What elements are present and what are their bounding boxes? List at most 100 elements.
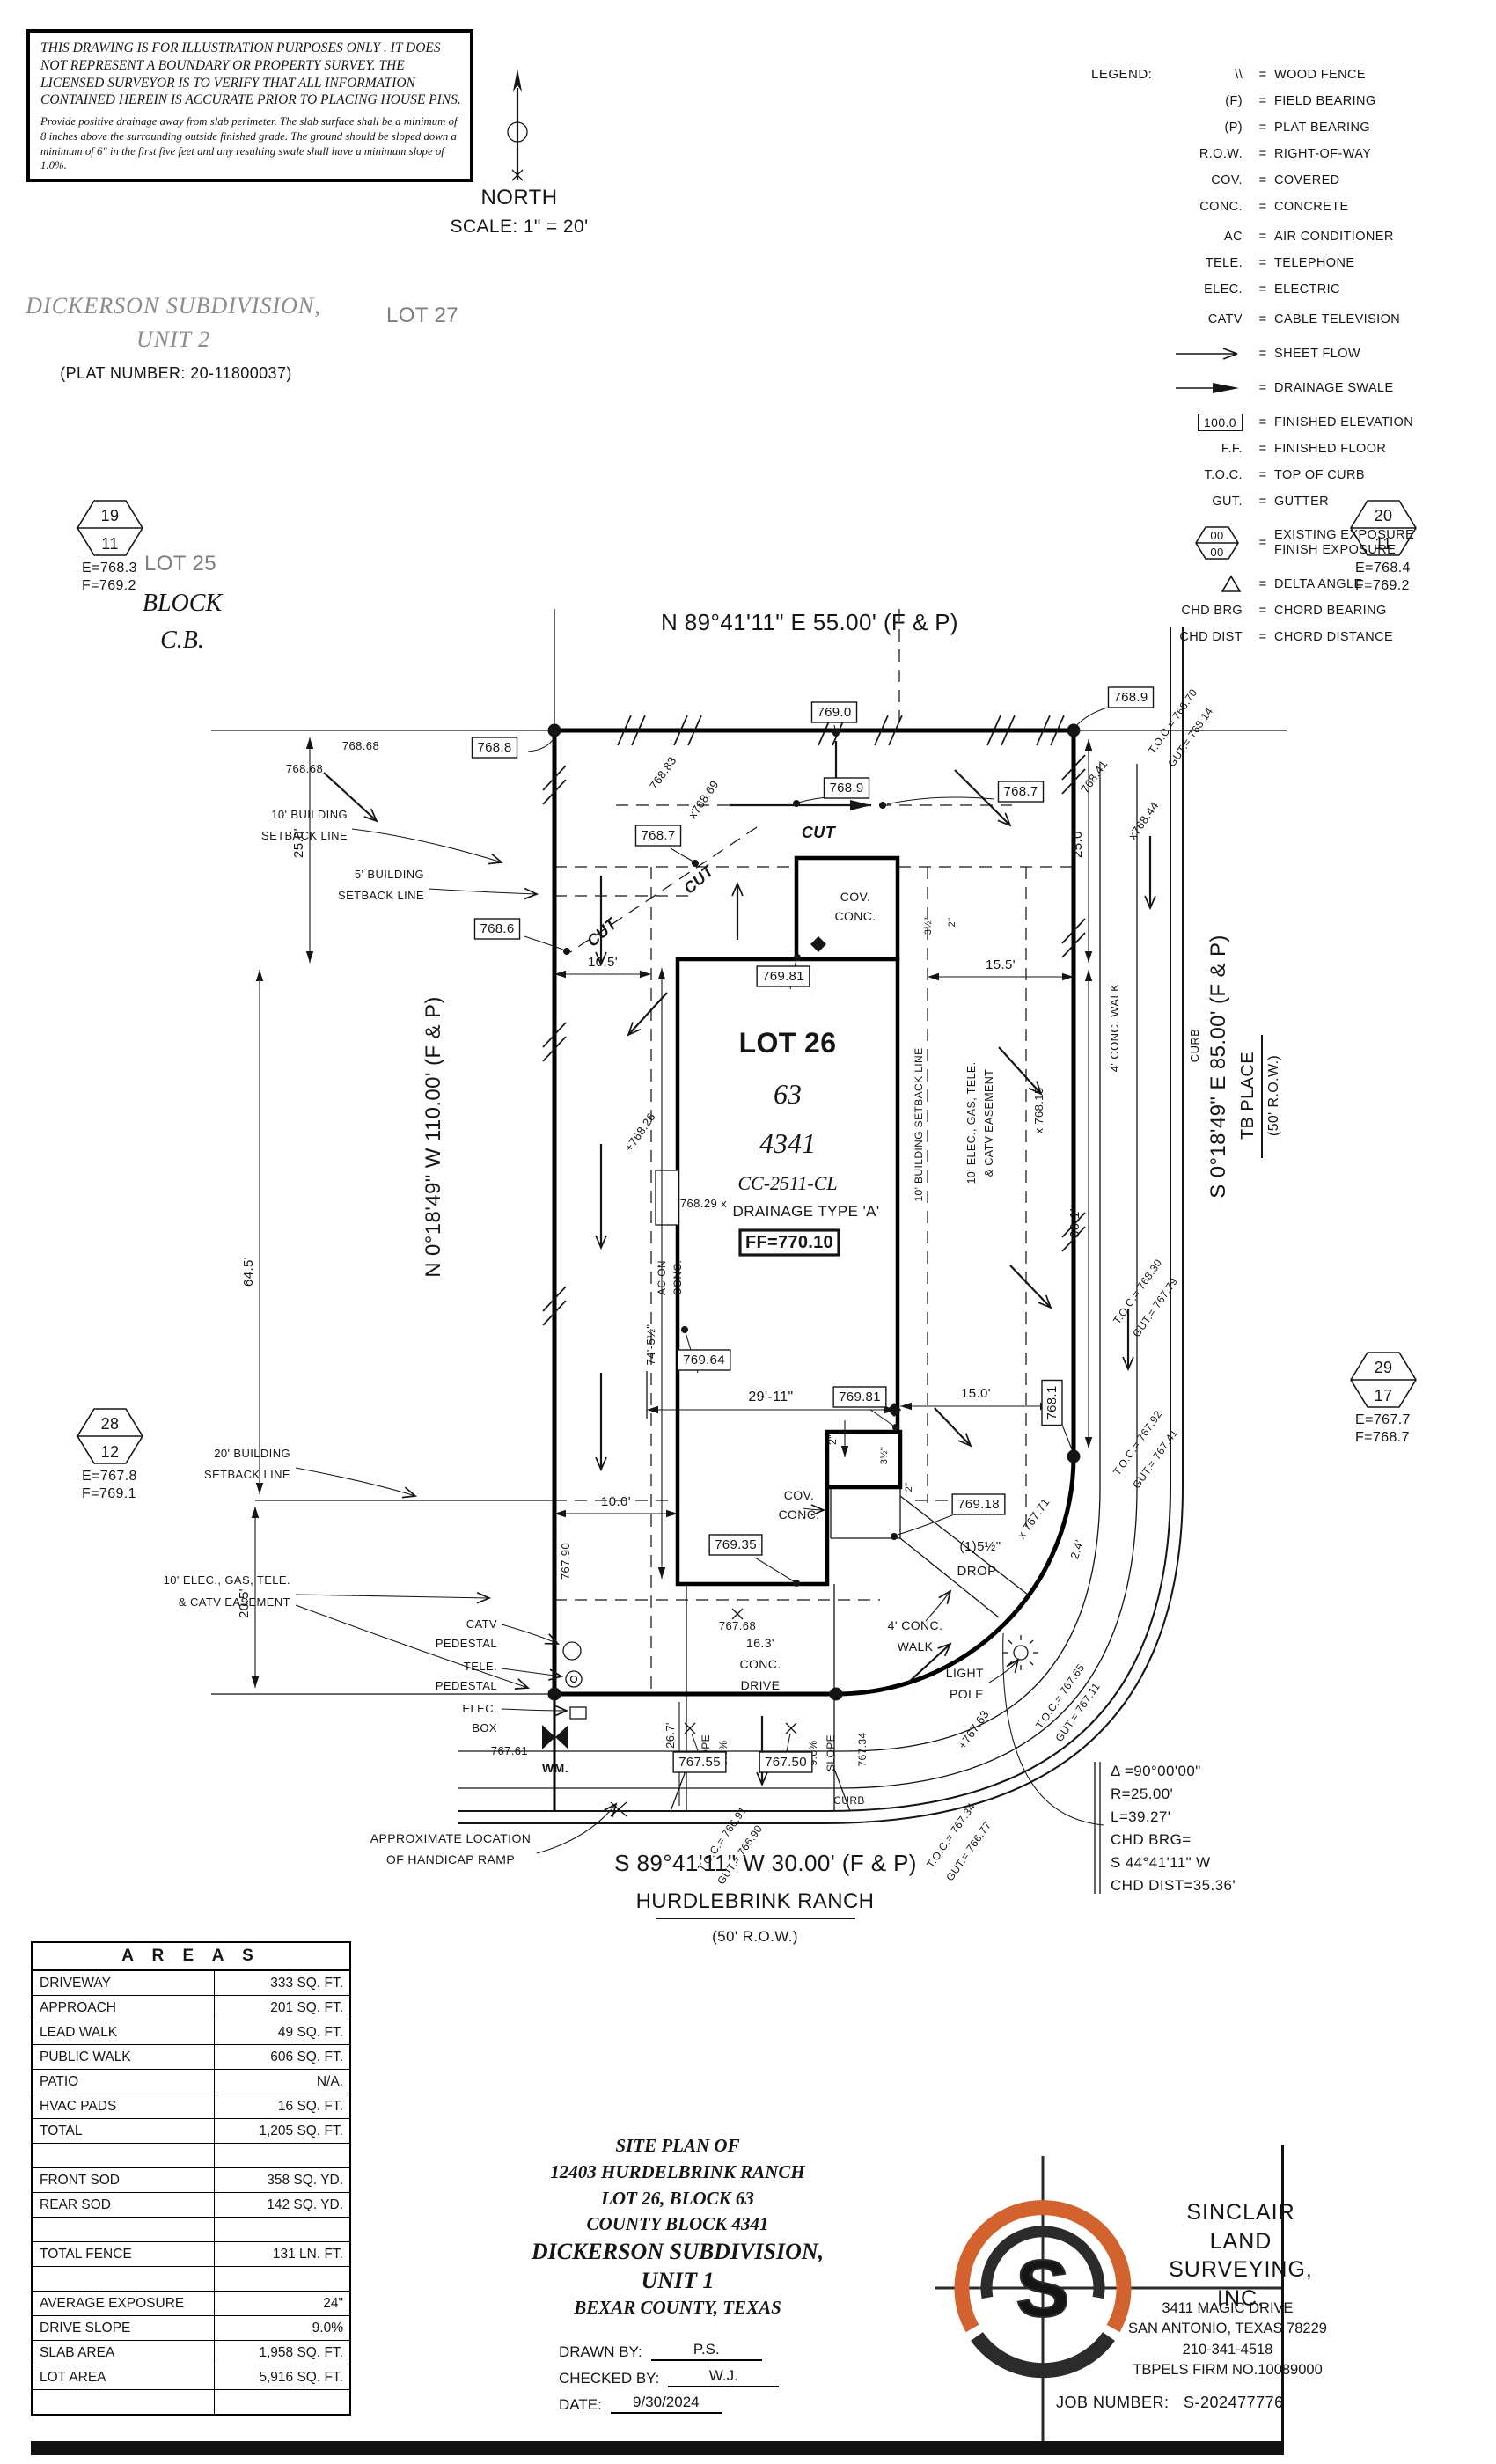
plot-label: 2"	[826, 1434, 839, 1445]
legend-row: ELEC.=ELECTRIC	[1118, 276, 1496, 303]
plot-label: 768.68	[342, 739, 379, 752]
plot-label: CONC.	[671, 1260, 684, 1296]
svg-text:768.9: 768.9	[829, 781, 863, 796]
plot-label: R=25.00'	[1111, 1786, 1173, 1802]
finished-floor-box: FF=770.10	[738, 1228, 840, 1257]
plot-label: LOT 25	[144, 552, 216, 576]
finished-elevation-box: 768.8	[471, 737, 518, 759]
plot-label: TB PLACE	[1238, 1052, 1258, 1140]
legend-symbol: CHD BRG	[1181, 604, 1243, 618]
plot-label: BLOCK	[143, 590, 224, 617]
checked-by-label: CHECKED BY:	[559, 2370, 660, 2387]
legend-label: CHORD BEARING	[1274, 603, 1387, 618]
job-number-label: JOB NUMBER:	[1056, 2394, 1170, 2411]
areas-row	[33, 2267, 349, 2292]
legend-row: GUT.=GUTTER	[1118, 488, 1496, 515]
svg-text:29: 29	[1375, 1359, 1393, 1376]
areas-row-value: 131 LN. FT.	[272, 2246, 343, 2262]
plot-label: COV.	[784, 1488, 815, 1502]
legend-label: RIGHT-OF-WAY	[1274, 146, 1372, 161]
drainage-flow-arrows	[323, 741, 1156, 1787]
svg-text:FF=770.10: FF=770.10	[745, 1233, 833, 1252]
svg-text:769.0: 769.0	[817, 705, 851, 720]
plot-label: 15.5'	[986, 957, 1016, 972]
title-line: COUNTY BLOCK 4341	[586, 2213, 769, 2235]
plot-label: 768.41	[1078, 758, 1110, 796]
legend-symbol: CATV	[1207, 312, 1243, 326]
date-label: DATE:	[559, 2396, 602, 2413]
legend-row: \\=WOOD FENCE	[1118, 62, 1496, 88]
disclaimer-line: NOT REPRESENT A BOUNDARY OR PROPERTY SUR…	[40, 57, 405, 73]
legend-row: TELE.=TELEPHONE	[1118, 250, 1496, 276]
disclaimer-line: CONTAINED HEREIN IS ACCURATE PRIOR TO PL…	[40, 92, 461, 108]
areas-row-value: 5,916 SQ. FT.	[259, 2369, 343, 2385]
logo-orange-ring	[954, 2200, 1132, 2333]
svg-text:E=768.4: E=768.4	[1355, 561, 1411, 576]
light-pole-icon	[1003, 1635, 1038, 1670]
plot-label: CATV	[466, 1617, 497, 1631]
areas-row-label: SLAB AREA	[33, 2341, 215, 2365]
legend-row: =DRAINAGE SWALE	[1118, 375, 1496, 401]
legend-label: PLAT BEARING	[1274, 120, 1371, 135]
plot-label: 767.34	[856, 1732, 869, 1766]
plot-label: DROP	[957, 1564, 997, 1579]
plot-label: 3½"	[923, 917, 934, 935]
plot-label: CONC.	[739, 1657, 781, 1671]
legend-row: R.O.W.=RIGHT-OF-WAY	[1118, 141, 1496, 167]
svg-text:769.81: 769.81	[839, 1390, 881, 1404]
legend-equals: =	[1258, 347, 1267, 361]
finished-elevation-box: 768.9	[823, 777, 870, 799]
legend-equals: =	[1258, 282, 1267, 297]
legend-label: TELEPHONE	[1274, 255, 1355, 270]
svg-text:20: 20	[1375, 507, 1393, 524]
plot-label: TELE.	[464, 1660, 497, 1673]
legend-equals: =	[1258, 468, 1267, 482]
title-line: BEXAR COUNTY, TEXAS	[574, 2297, 781, 2319]
plot-label: SETBACK LINE	[338, 889, 424, 902]
plot-label: SETBACK LINE	[261, 829, 348, 842]
svg-text:769.35: 769.35	[715, 1537, 757, 1552]
areas-row-value: 142 SQ. YD.	[267, 2196, 343, 2212]
legend-equals: =	[1258, 147, 1267, 161]
plot-label: 768.68	[286, 762, 323, 775]
plot-label: 20' BUILDING	[214, 1447, 290, 1460]
plot-label: DRIVE	[741, 1678, 781, 1692]
legend-label: FINISHED FLOOR	[1274, 441, 1387, 456]
areas-row-label: AVERAGE EXPOSURE	[33, 2292, 215, 2315]
svg-text:769.81: 769.81	[762, 969, 804, 984]
finished-elevation-box: 769.35	[708, 1534, 763, 1556]
legend-symbol: T.O.C.	[1204, 468, 1243, 482]
finished-elevation-box-icon: 100.0	[1118, 414, 1251, 431]
svg-text:F=769.2: F=769.2	[1355, 578, 1410, 593]
legend-label: DELTA ANGLE	[1274, 576, 1363, 591]
plot-label: CONC.	[834, 909, 876, 923]
plot-label: UNIT 2	[136, 326, 210, 352]
svg-text:E=768.3: E=768.3	[82, 561, 137, 576]
legend-label: CABLE TELEVISION	[1274, 312, 1401, 326]
legend-equals: =	[1258, 577, 1267, 591]
plot-label: CUT	[802, 824, 837, 841]
plot-label: 25.0'	[291, 828, 306, 858]
company-logo: S	[935, 2156, 1281, 2442]
legend-equals: =	[1258, 256, 1267, 270]
street-lines	[458, 627, 1184, 1824]
finished-elevation-box: 769.18	[951, 1493, 1006, 1515]
plot-label: PEDESTAL	[436, 1679, 497, 1692]
legend-label: ELECTRIC	[1274, 282, 1340, 297]
areas-row-value: 24"	[323, 2295, 343, 2311]
legend-equals: =	[1258, 312, 1267, 326]
plot-label: PEDESTAL	[436, 1637, 497, 1650]
legend-title: LEGEND:	[1091, 67, 1153, 82]
svg-text:F=769.2: F=769.2	[82, 578, 136, 593]
plot-label: N 0°18'49" W 110.00' (F & P)	[422, 996, 445, 1278]
legend-row: CATV = CABLE TELEVISION	[1118, 306, 1496, 333]
plot-label: (PLAT NUMBER: 20-11800037)	[60, 364, 292, 382]
plot-label: APPROXIMATE LOCATION	[370, 1831, 532, 1845]
legend-equals: =	[1258, 68, 1267, 82]
